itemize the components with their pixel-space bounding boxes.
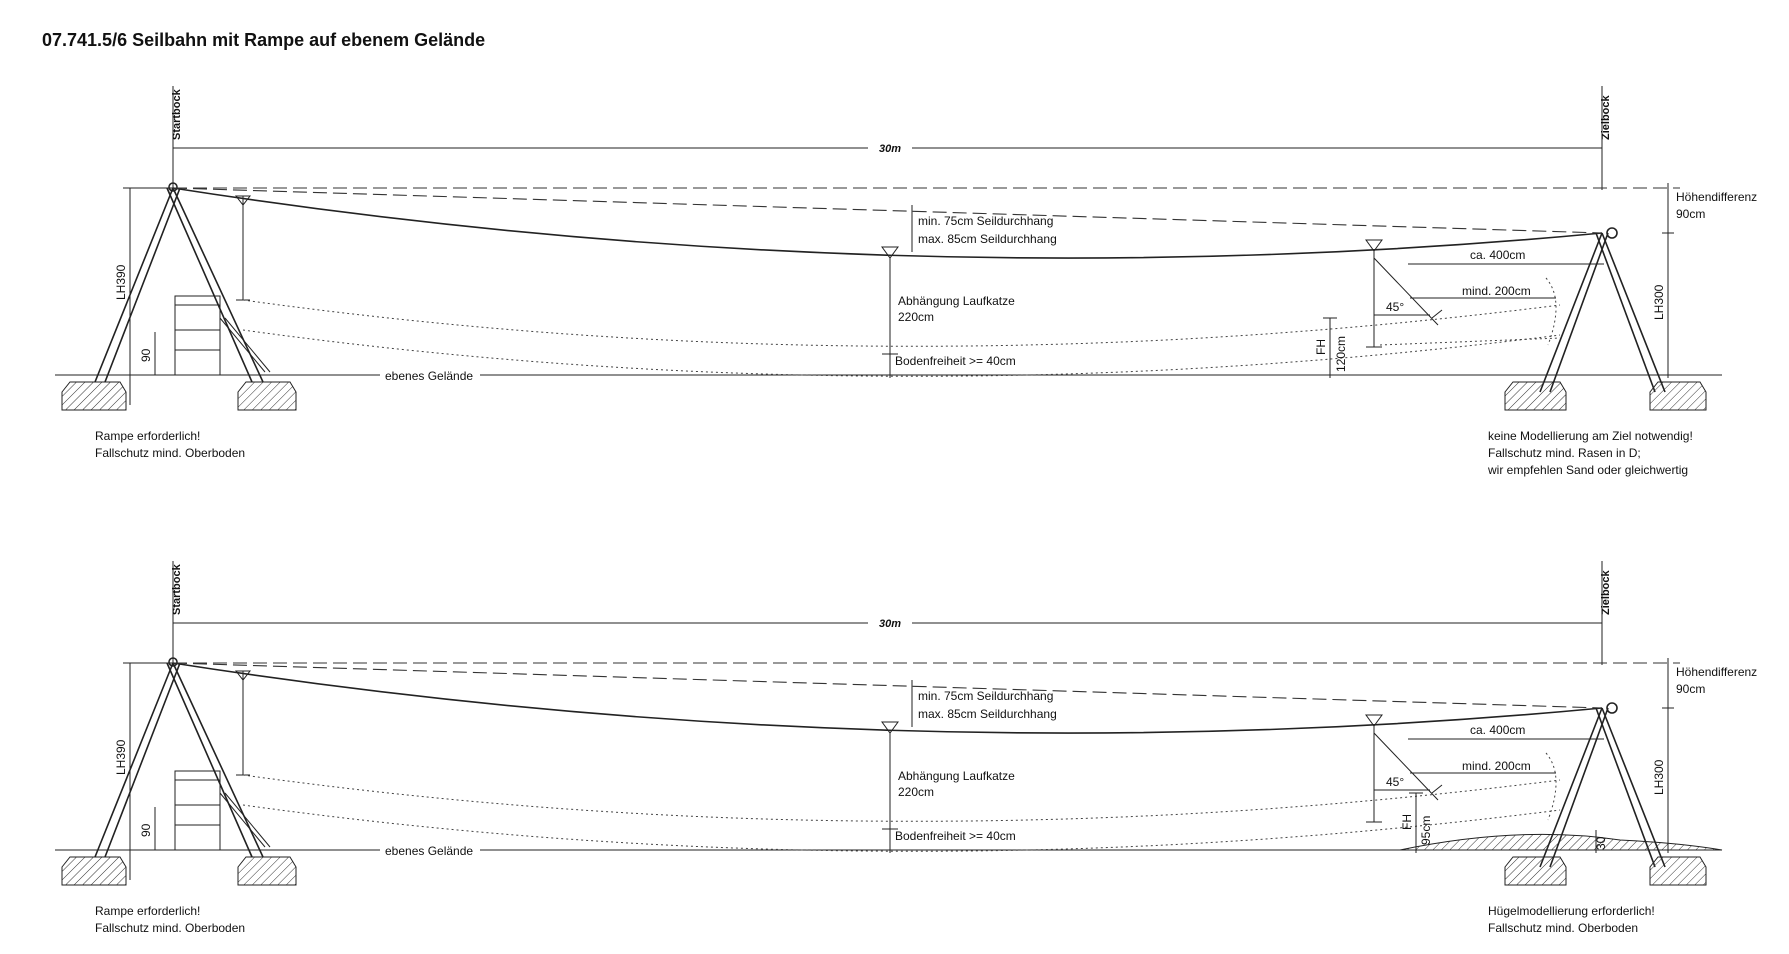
start-foundation-right	[237, 381, 297, 411]
end-frame-leg-right	[1601, 232, 1666, 393]
diagram-top: 30m Startbock Zielbock ebenes Gelände LH…	[55, 86, 1757, 477]
end-height-label: LH300	[1652, 284, 1666, 320]
note-right-1: keine Modellierung am Ziel notwendig!	[1488, 429, 1693, 443]
start-foundation-left	[61, 381, 127, 411]
sag-max-label: max. 85cm Seildurchhang	[918, 707, 1057, 721]
distance-ca-label: ca. 400cm	[1470, 248, 1525, 262]
ramp-height-label: 90	[139, 823, 153, 837]
start-foundation-left	[61, 856, 127, 886]
angle-label: 45°	[1386, 300, 1404, 314]
height-diff-label-1: Höhendifferenz	[1676, 665, 1757, 679]
hanger-label-2: 220cm	[898, 310, 934, 324]
cable	[172, 187, 1603, 259]
page-title: 07.741.5/6 Seilbahn mit Rampe auf ebenem…	[42, 30, 486, 50]
end-foundation-right	[1649, 381, 1707, 411]
sag-min-label: min. 75cm Seildurchhang	[918, 689, 1053, 703]
start-frame-leg-right	[172, 187, 264, 383]
clearance-label: Bodenfreiheit >= 40cm	[895, 354, 1016, 368]
ramp-slope	[219, 317, 266, 373]
hanger-label-2: 220cm	[898, 785, 934, 799]
end-foundation-left	[1504, 856, 1567, 886]
diagram-bottom: 30m Startbock Zielbock ebenes Gelände LH…	[55, 561, 1757, 935]
distance-min-label: mind. 200cm	[1462, 759, 1531, 773]
hill-height-label: 30	[1594, 836, 1608, 850]
straight-line-reference	[172, 187, 1603, 234]
end-foundation-right	[1649, 856, 1707, 886]
height-diff-label-2: 90cm	[1676, 682, 1705, 696]
note-right-1: Hügelmodellierung erforderlich!	[1488, 904, 1655, 918]
clearance-dotted-line	[242, 299, 1561, 347]
end-height-label: LH300	[1652, 759, 1666, 795]
note-right-2: Fallschutz mind. Oberboden	[1488, 921, 1638, 935]
hill-modelling	[1399, 833, 1723, 851]
height-diff-label-2: 90cm	[1676, 207, 1705, 221]
ground-label: ebenes Gelände	[385, 369, 473, 383]
end-post-label: Zielbock	[1600, 94, 1612, 140]
span-label: 30m	[879, 618, 901, 630]
height-diff-label-1: Höhendifferenz	[1676, 190, 1757, 204]
span-label: 30m	[879, 143, 901, 155]
end-post-label: Zielbock	[1600, 569, 1612, 615]
start-pulley	[168, 182, 178, 192]
start-frame-leg-left	[94, 187, 174, 383]
ramp-platform	[174, 295, 221, 376]
end-frame-leg-left	[1539, 232, 1603, 393]
start-post-label: Startbock	[171, 88, 183, 140]
end-pulley	[1606, 227, 1618, 239]
note-left-1: Rampe erforderlich!	[95, 904, 200, 918]
sag-max-label: max. 85cm Seildurchhang	[918, 232, 1057, 246]
note-left-2: Fallschutz mind. Oberboden	[95, 921, 245, 935]
cable	[172, 662, 1603, 734]
end-foundation-left	[1504, 381, 1567, 411]
ramp-height-label: 90	[139, 348, 153, 362]
note-left-1: Rampe erforderlich!	[95, 429, 200, 443]
start-height-label: LH390	[114, 739, 128, 775]
ground-label: ebenes Gelände	[385, 844, 473, 858]
sag-min-label: min. 75cm Seildurchhang	[918, 214, 1053, 228]
distance-ca-label: ca. 400cm	[1470, 723, 1525, 737]
fh-label: FH	[1314, 339, 1328, 355]
fh-value: 120cm	[1334, 336, 1348, 372]
start-height-label: LH390	[114, 264, 128, 300]
start-post-label: Startbock	[171, 563, 183, 615]
angle-label: 45°	[1386, 775, 1404, 789]
fh-label: FH	[1400, 814, 1414, 830]
start-pulley	[168, 657, 178, 667]
ramp-platform	[174, 770, 221, 851]
clearance-label: Bodenfreiheit >= 40cm	[895, 829, 1016, 843]
hanger-label-1: Abhängung Laufkatze	[898, 769, 1015, 783]
note-right-3: wir empfehlen Sand oder gleichwertig	[1487, 463, 1688, 477]
note-left-2: Fallschutz mind. Oberboden	[95, 446, 245, 460]
note-right-2: Fallschutz mind. Rasen in D;	[1488, 446, 1641, 460]
distance-min-label: mind. 200cm	[1462, 284, 1531, 298]
hanger-label-1: Abhängung Laufkatze	[898, 294, 1015, 308]
start-foundation-right	[237, 856, 297, 886]
end-pulley	[1606, 702, 1618, 714]
fh-value: 95cm	[1419, 816, 1433, 845]
